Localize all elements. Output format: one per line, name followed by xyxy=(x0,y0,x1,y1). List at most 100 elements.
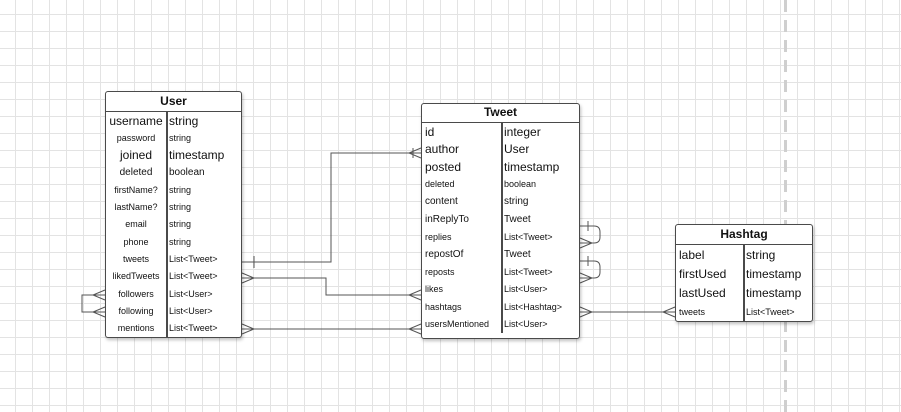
entity-row: label string xyxy=(676,245,812,264)
field-type: List<Tweet> xyxy=(504,231,553,242)
field-name: followers xyxy=(118,288,154,299)
field-type: List<Tweet> xyxy=(169,254,218,265)
field-type: string xyxy=(169,236,192,247)
entity-row: hashtags List<Hashtag> xyxy=(422,298,579,316)
field-type: string xyxy=(746,247,776,262)
field-name: joined xyxy=(119,148,153,163)
field-type: string xyxy=(504,196,529,208)
entity-title: User xyxy=(106,92,241,112)
entity-row: phone string xyxy=(106,233,241,250)
field-name: repostOf xyxy=(425,248,464,260)
field-name: lastName? xyxy=(114,202,158,213)
entity-row: joined timestamp xyxy=(106,147,241,164)
entity-row: lastUsed timestamp xyxy=(676,283,812,302)
entity-row: repostOf Tweet xyxy=(422,246,579,264)
field-type: string xyxy=(169,219,192,230)
entity-row: mentions List<Tweet> xyxy=(106,320,241,337)
field-type: List<Tweet> xyxy=(169,271,218,282)
entity-row: following List<User> xyxy=(106,302,241,319)
field-type: string xyxy=(169,132,192,143)
field-name: label xyxy=(679,247,705,262)
entity-row: likedTweets List<Tweet> xyxy=(106,268,241,285)
column-divider xyxy=(501,123,503,333)
field-name: email xyxy=(125,219,147,230)
entity-row: firstName? string xyxy=(106,181,241,198)
entity-user[interactable]: User username string password string joine… xyxy=(105,91,242,338)
field-name: hashtags xyxy=(425,301,462,312)
field-type: List<Hashtag> xyxy=(504,301,563,312)
field-type: timestamp xyxy=(169,148,225,163)
field-name: likedTweets xyxy=(112,271,160,282)
entity-row: usersMentioned List<User> xyxy=(422,316,579,334)
field-name: usersMentioned xyxy=(425,319,490,330)
entity-hashtag[interactable]: Hashtag label string firstUsed timestamp l… xyxy=(675,224,813,322)
field-type: List<User> xyxy=(169,305,213,316)
field-type: boolean xyxy=(504,179,537,190)
entity-row: likes List<User> xyxy=(422,281,579,299)
entity-row: inReplyTo Tweet xyxy=(422,211,579,229)
field-type: List<Tweet> xyxy=(169,323,218,334)
field-name: password xyxy=(116,132,156,143)
field-name: replies xyxy=(425,231,452,242)
entity-row: tweets List<Tweet> xyxy=(106,250,241,267)
column-divider xyxy=(166,112,168,337)
field-name: username xyxy=(109,113,163,128)
entity-row: password string xyxy=(106,129,241,146)
field-type: string xyxy=(169,184,192,195)
entity-row: author User xyxy=(422,141,579,159)
entity-row: reposts List<Tweet> xyxy=(422,263,579,281)
page-divider xyxy=(784,0,787,412)
field-type: List<Tweet> xyxy=(746,307,795,318)
field-type: string xyxy=(169,202,192,213)
field-name: lastUsed xyxy=(679,285,726,300)
connector-repostof-reposts xyxy=(580,260,601,279)
field-name: phone xyxy=(123,236,149,247)
field-type: User xyxy=(504,142,530,157)
field-name: deleted xyxy=(425,179,455,190)
field-name: author xyxy=(425,142,460,157)
connector-followers-following xyxy=(81,294,105,313)
field-name: tweets xyxy=(122,254,149,265)
field-name: inReplyTo xyxy=(425,213,469,225)
column-divider xyxy=(743,245,745,322)
field-name: content xyxy=(425,196,458,208)
field-type: List<User> xyxy=(169,288,213,299)
entity-row: deleted boolean xyxy=(106,164,241,181)
entity-title: Hashtag xyxy=(676,225,812,245)
connector-inreplyto-replies xyxy=(580,225,601,244)
field-type: List<User> xyxy=(504,284,548,295)
field-type: List<User> xyxy=(504,319,548,330)
field-name: mentions xyxy=(117,323,155,334)
field-type: List<Tweet> xyxy=(504,266,553,277)
field-name: posted xyxy=(425,159,462,174)
field-type: timestamp xyxy=(746,285,802,300)
entity-row: followers List<User> xyxy=(106,285,241,302)
entity-row: lastName? string xyxy=(106,198,241,215)
field-name: reposts xyxy=(425,266,455,277)
field-name: likes xyxy=(425,284,444,295)
field-type: timestamp xyxy=(746,266,802,281)
entity-title: Tweet xyxy=(422,104,579,123)
connector-likedtweets-likes xyxy=(242,277,421,296)
field-type: string xyxy=(169,113,199,128)
connector-tweets-author xyxy=(242,152,421,263)
field-name: firstName? xyxy=(114,184,158,195)
entity-tweet[interactable]: Tweet id integer author User posted timesta… xyxy=(421,103,580,339)
field-type: timestamp xyxy=(504,159,560,174)
entity-row: deleted boolean xyxy=(422,176,579,194)
entity-row: email string xyxy=(106,216,241,233)
field-name: id xyxy=(425,124,435,139)
entity-row: firstUsed timestamp xyxy=(676,264,812,283)
field-type: integer xyxy=(504,124,541,139)
entity-row: id integer xyxy=(422,123,579,141)
field-type: boolean xyxy=(169,167,205,179)
field-type: Tweet xyxy=(504,213,531,225)
field-name: firstUsed xyxy=(679,266,727,281)
field-name: following xyxy=(118,305,154,316)
field-type: Tweet xyxy=(504,248,531,260)
entity-row: content string xyxy=(422,193,579,211)
field-name: deleted xyxy=(119,167,153,179)
entity-row: username string xyxy=(106,112,241,129)
entity-row: posted timestamp xyxy=(422,158,579,176)
